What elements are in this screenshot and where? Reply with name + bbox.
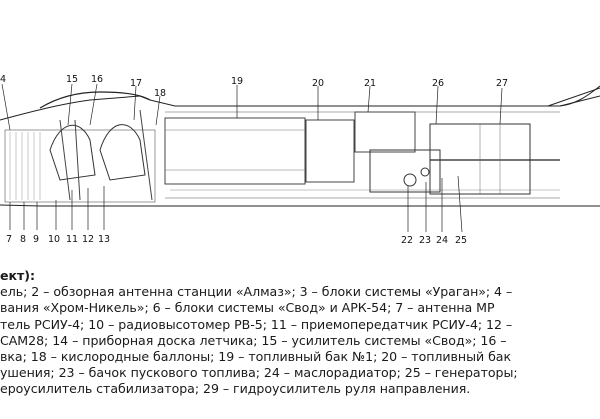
- caption-line-7: ероусилитель стабилизатора; 29 – гидроус…: [0, 381, 471, 397]
- cockpit-equipment: [4, 129, 156, 203]
- caption-line-1: ель; 2 – обзорная антенна станции «Алмаз…: [0, 284, 513, 300]
- equipment-block: [369, 149, 441, 193]
- callout-7: 7: [6, 234, 12, 245]
- fuselage-outline: [0, 85, 600, 207]
- callout-9: 9: [33, 234, 39, 245]
- callout-12: 12: [82, 234, 94, 245]
- fuel-tank-19: [164, 117, 306, 185]
- callout-15: 15: [66, 74, 78, 85]
- callout-23: 23: [419, 235, 431, 246]
- callout-27: 27: [496, 78, 508, 89]
- callout-4: 4: [0, 74, 6, 85]
- callout-16: 16: [91, 74, 103, 85]
- callout-11: 11: [66, 234, 78, 245]
- callout-17: 17: [130, 78, 142, 89]
- figure-caption: ект): ель; 2 – обзорная антенна станции …: [0, 268, 600, 398]
- fuel-tank-21: [354, 111, 416, 153]
- callout-18: 18: [154, 88, 166, 99]
- caption-line-5: вка; 18 – кислородные баллоны; 19 – топл…: [0, 348, 512, 364]
- callout-25: 25: [455, 235, 467, 246]
- caption-heading: ект):: [0, 268, 35, 283]
- caption-line-2: вания «Хром-Никель»; 6 – блоки системы «…: [0, 300, 495, 316]
- aircraft-cutaway-diagram: 4 15 16 17 18 19 20 21 26 27 7 8 9 10 11…: [0, 74, 600, 246]
- callout-8: 8: [20, 234, 26, 245]
- callout-26: 26: [432, 78, 444, 89]
- fuel-tank-20: [305, 119, 355, 183]
- canopy: [39, 91, 151, 109]
- callout-22: 22: [401, 235, 413, 246]
- callout-13: 13: [98, 234, 110, 245]
- callout-24: 24: [436, 235, 448, 246]
- caption-line-4: САМ28; 14 – приборная доска летчика; 15 …: [0, 332, 507, 348]
- callout-21: 21: [364, 78, 376, 89]
- caption-line-3: тель РСИУ-4; 10 – радиовысотомер РВ-5; 1…: [0, 316, 513, 332]
- tail-fin: [547, 87, 600, 107]
- caption-line-6: ушения; 23 – бачок пускового топлива; 24…: [0, 365, 518, 381]
- callout-10: 10: [48, 234, 60, 245]
- callout-20: 20: [312, 78, 324, 89]
- callout-19: 19: [231, 76, 243, 87]
